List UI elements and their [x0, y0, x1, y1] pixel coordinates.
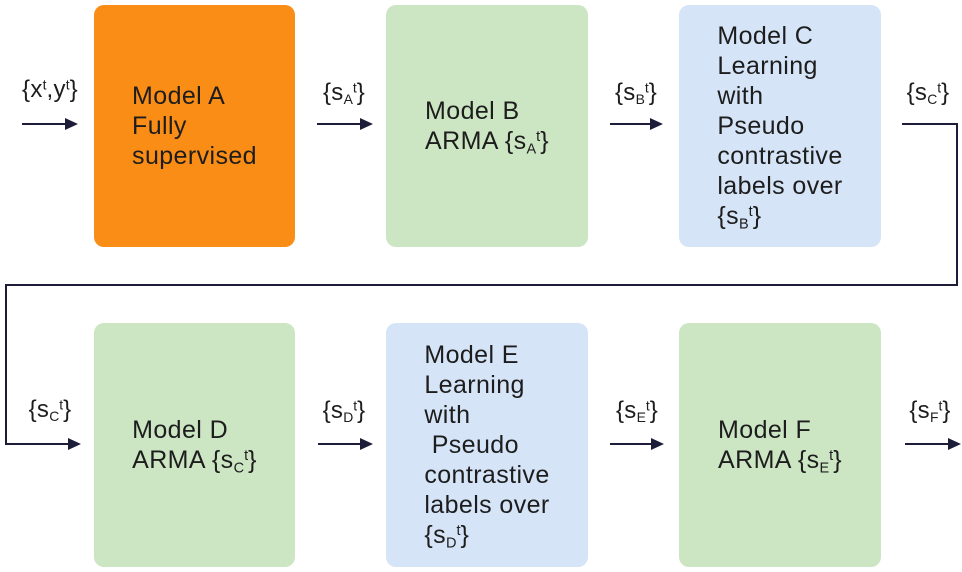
arrow-line — [22, 123, 67, 125]
arrow-line — [610, 123, 652, 125]
connector-segment — [5, 284, 7, 444]
arrowhead-icon — [68, 438, 81, 450]
connector-segment — [902, 123, 958, 125]
connector-segment — [5, 284, 958, 286]
label-s-c-output: {sCt} — [906, 79, 950, 108]
label-s-e: {sEt} — [615, 397, 659, 426]
label-input-xy: {xt,yt} — [22, 76, 78, 103]
arrow-line — [317, 123, 362, 125]
arrowhead-icon — [651, 438, 664, 450]
label-s-c-input: {sCt} — [28, 396, 72, 425]
arrow-line — [610, 443, 653, 445]
label-s-b: {sBt} — [614, 79, 658, 108]
connector-segment — [956, 123, 958, 286]
label-s-d: {sDt} — [322, 397, 366, 426]
arrowhead-icon — [360, 438, 373, 450]
arrow-line — [318, 443, 362, 445]
label-s-a: {sAt} — [322, 79, 366, 108]
arrowhead-icon — [360, 118, 373, 130]
arrowhead-icon — [948, 438, 961, 450]
arrowhead-icon — [650, 118, 663, 130]
arrow-line — [5, 443, 70, 445]
label-s-f: {sFt} — [909, 397, 951, 426]
arrowhead-icon — [65, 118, 78, 130]
arrow-line — [905, 443, 950, 445]
